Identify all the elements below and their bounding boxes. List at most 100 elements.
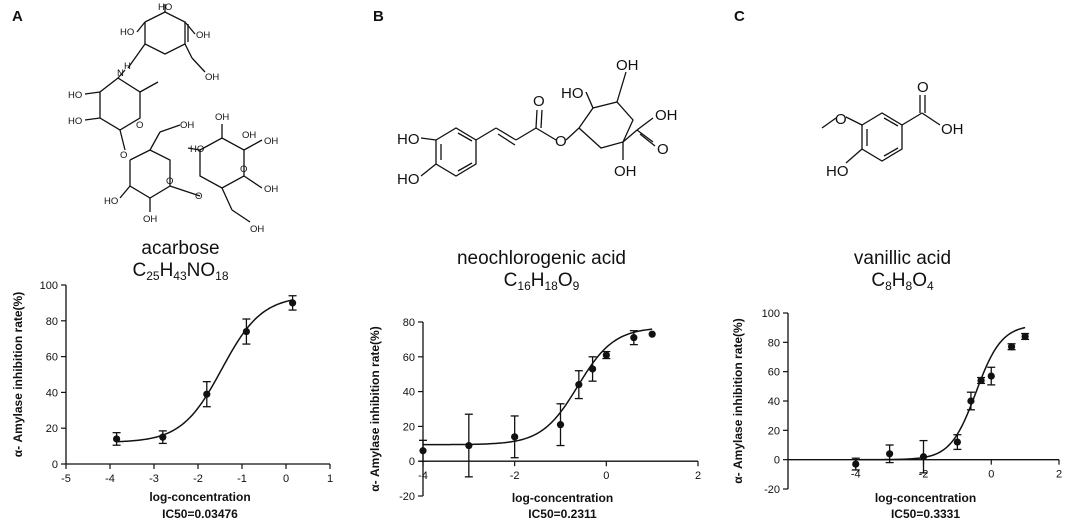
formula-element: C — [503, 270, 518, 291]
atom-label: HO — [104, 196, 118, 207]
y-tick-label: 0 — [409, 456, 415, 468]
compound-name: vanillic acid — [853, 248, 952, 269]
compound-name: acarbose — [141, 238, 220, 259]
data-point — [159, 433, 167, 441]
atom-label: OH — [242, 130, 256, 141]
fit-curve — [855, 326, 1026, 461]
panel-a: A — [0, 0, 361, 530]
atom-label: O — [240, 164, 247, 175]
data-point — [465, 441, 473, 450]
data-point — [987, 372, 995, 380]
y-axis-label: α- Amylase inhibition rate(%) — [11, 292, 25, 457]
y-tick-label: 0 — [774, 455, 780, 467]
atom-label: OH — [180, 120, 194, 131]
neochlorogenic-acid-structure: OH HO OH HO O O HO O OH — [397, 57, 678, 188]
atom-label: OH — [143, 214, 157, 225]
atom-label: O — [917, 79, 929, 96]
formula-subscript: 25 — [146, 269, 160, 283]
x-axis-label: log-concentration — [149, 490, 250, 504]
formula-element: H — [159, 260, 174, 281]
x-tick-label: -4 — [851, 469, 861, 481]
formula-element: H — [891, 270, 906, 291]
ic50-annotation: IC50=0.3331 — [891, 507, 960, 521]
x-axis-label: log-concentration — [512, 491, 613, 505]
fit-curve — [116, 299, 293, 443]
atom-label: HO — [190, 144, 204, 155]
formula-element: N — [186, 260, 201, 281]
atom-label: O — [120, 150, 127, 161]
y-axis-label: α- Amylase inhibition rate(%) — [731, 318, 745, 483]
atom-label: OH — [264, 184, 278, 195]
y-tick-label: 60 — [46, 352, 58, 364]
atom-label: OH — [655, 107, 678, 124]
atom-label: HO — [397, 171, 420, 188]
data-point — [556, 421, 565, 429]
data-point — [203, 390, 211, 398]
data-point — [648, 330, 656, 338]
atom-label: HO — [561, 85, 584, 102]
formula-element: O — [200, 260, 216, 281]
formula-subscript: 43 — [173, 269, 187, 283]
formula-subscript: 8 — [885, 279, 892, 293]
y-tick-label: 40 — [403, 387, 415, 399]
atom-label: HO — [68, 90, 82, 101]
atom-label: HO — [68, 116, 82, 127]
atom-label: O — [657, 141, 669, 158]
fit-curve — [423, 328, 653, 446]
atom-label: HO — [826, 163, 849, 180]
compound-name: neochlorogenic acid — [456, 248, 626, 269]
y-tick-label: 20 — [46, 423, 58, 435]
x-axis-label: log-concentration — [875, 491, 976, 505]
y-tick-label: -20 — [764, 484, 780, 496]
atom-label: HO — [158, 2, 172, 13]
formula-subscript: 18 — [544, 279, 558, 293]
x-tick-label: 2 — [1056, 469, 1062, 481]
data-point — [575, 381, 583, 389]
atom-label: O — [835, 111, 847, 128]
x-tick-label: 0 — [988, 469, 994, 481]
data-point — [588, 365, 597, 373]
atom-label: OH — [205, 72, 219, 83]
y-tick-label: 60 — [403, 352, 415, 364]
atom-label: OH — [616, 57, 639, 74]
formula-element: H — [530, 270, 545, 291]
atom-label: H — [124, 61, 131, 72]
formula-element: C — [871, 270, 886, 291]
formula-subscript: 9 — [572, 279, 580, 293]
formula-subscript: 16 — [517, 279, 531, 293]
data-point — [852, 460, 860, 468]
formula-subscript: 4 — [926, 279, 934, 293]
y-tick-label: 20 — [768, 425, 780, 437]
atom-label: O — [195, 191, 202, 202]
data-point — [1007, 343, 1016, 351]
data-point — [113, 435, 121, 443]
data-point — [511, 433, 519, 441]
atom-label: O — [555, 133, 567, 150]
atom-label: O — [136, 120, 143, 131]
data-point — [419, 447, 427, 455]
ic50-annotation: IC50=0.03476 — [162, 507, 238, 521]
atom-label: OH — [614, 163, 637, 180]
y-axis-label: α- Amylase inhibition rate(%) — [368, 326, 382, 491]
atom-label: OH — [941, 121, 964, 138]
data-point — [242, 327, 250, 336]
x-tick-label: 0 — [603, 470, 609, 482]
formula-element: C — [132, 260, 147, 281]
atom-label: OH — [196, 30, 210, 41]
atom-label: N — [117, 68, 124, 79]
compound-formula: C25H43NO18 — [0, 260, 361, 283]
y-tick-label: 0 — [52, 459, 58, 471]
panel-b: B OH — [361, 0, 722, 530]
x-tick-label: -2 — [193, 473, 203, 485]
y-tick-label: 80 — [46, 316, 58, 328]
y-tick-label: 60 — [768, 367, 780, 379]
vanillic-acid-structure: O O OH HO — [821, 79, 964, 180]
formula-element: O — [557, 270, 573, 291]
formula-subscript: 8 — [905, 279, 913, 293]
x-tick-label: -2 — [919, 469, 929, 481]
x-tick-label: 1 — [327, 473, 333, 485]
